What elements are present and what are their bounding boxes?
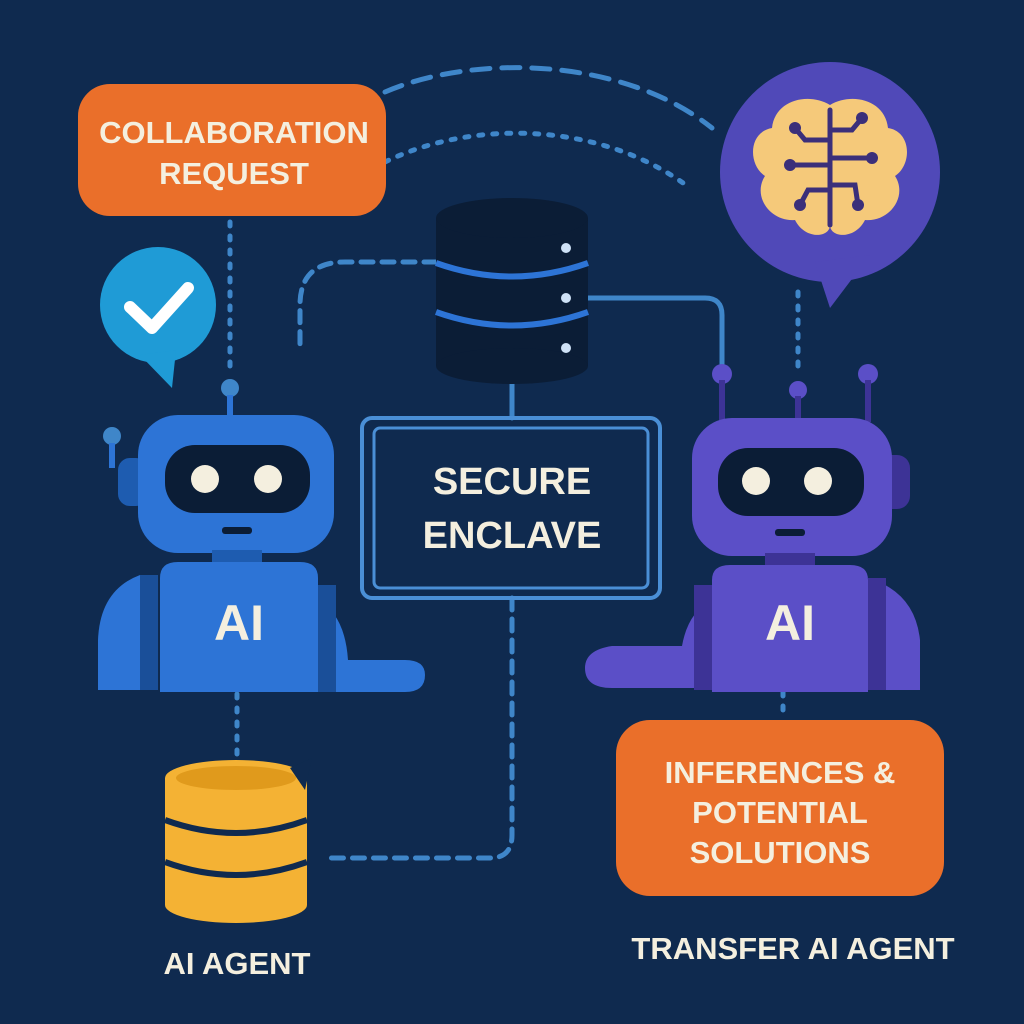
eye-left <box>191 465 219 493</box>
database-icon <box>434 198 590 384</box>
antenna-stem-right <box>865 380 871 422</box>
visor <box>718 448 864 516</box>
callout-box <box>616 720 944 896</box>
left-ai-robot: AI <box>98 379 425 692</box>
brain-circuit-icon <box>753 98 907 235</box>
callout-line-1: INFERENCES & <box>665 755 896 790</box>
central-db-right-line <box>585 295 725 368</box>
database-icon <box>163 758 312 923</box>
mouth <box>775 529 805 536</box>
left-arm <box>585 600 712 688</box>
right-arm <box>318 600 425 692</box>
callout-line-2: POTENTIAL <box>692 795 868 830</box>
right-ai-robot: AI <box>585 364 920 692</box>
chest-label: AI <box>765 595 815 651</box>
callout-box <box>78 84 386 216</box>
left-arm-shadow <box>140 575 158 690</box>
body <box>712 565 868 692</box>
checkmark-icon <box>124 282 194 334</box>
callout-line-3: SOLUTIONS <box>690 835 871 870</box>
check-bubble <box>100 247 216 388</box>
antenna-stem-center <box>795 396 801 418</box>
neck <box>765 553 815 565</box>
eye-left <box>742 467 770 495</box>
antenna-stem <box>227 395 233 417</box>
bubble-tail <box>140 350 176 388</box>
brain-bubble <box>720 62 940 308</box>
inferences-callout: INFERENCES & POTENTIAL SOLUTIONS <box>616 720 944 896</box>
enclave-outer-border <box>360 416 662 600</box>
bubble-tail <box>815 255 870 308</box>
chest-label: AI <box>214 595 264 651</box>
enclave-line-2: ENCLAVE <box>423 515 602 557</box>
connectors <box>227 65 801 861</box>
enclave-to-left-db-dashed <box>327 595 515 861</box>
ear-antenna-stem <box>109 443 115 468</box>
antenna-tip-right <box>858 364 878 384</box>
antenna-tip <box>221 379 239 397</box>
right-agent-caption: TRANSFER AI AGENT <box>631 931 954 966</box>
central-db-left-dashed <box>297 259 439 353</box>
left-arm-shadow <box>694 585 712 690</box>
eye-right <box>804 467 832 495</box>
callout-line-2: REQUEST <box>159 156 309 191</box>
visor <box>165 445 310 513</box>
secure-enclave-box: SECURE ENCLAVE <box>360 416 662 600</box>
neck <box>212 550 262 564</box>
top-dotted-arc <box>382 130 693 191</box>
collaboration-request-callout: COLLABORATION REQUEST <box>78 84 386 216</box>
enclave-inner-border <box>372 426 650 590</box>
left-agent-caption: AI AGENT <box>164 946 311 981</box>
antenna-tip-left <box>712 364 732 384</box>
antenna-tip-center <box>789 381 807 399</box>
bubble-circle <box>100 247 216 363</box>
top-dashed-arc <box>382 65 715 131</box>
antenna-stem-left <box>719 380 725 420</box>
right-arm-shadow <box>868 578 886 690</box>
agent-database <box>163 758 312 923</box>
callout-line-1: COLLABORATION <box>99 115 369 150</box>
eye-right <box>254 465 282 493</box>
ear-antenna-tip <box>103 427 121 445</box>
body <box>160 562 318 692</box>
mouth <box>222 527 252 534</box>
right-arm-shadow <box>318 585 336 692</box>
enclave-line-1: SECURE <box>433 461 591 503</box>
central-database <box>434 198 590 384</box>
